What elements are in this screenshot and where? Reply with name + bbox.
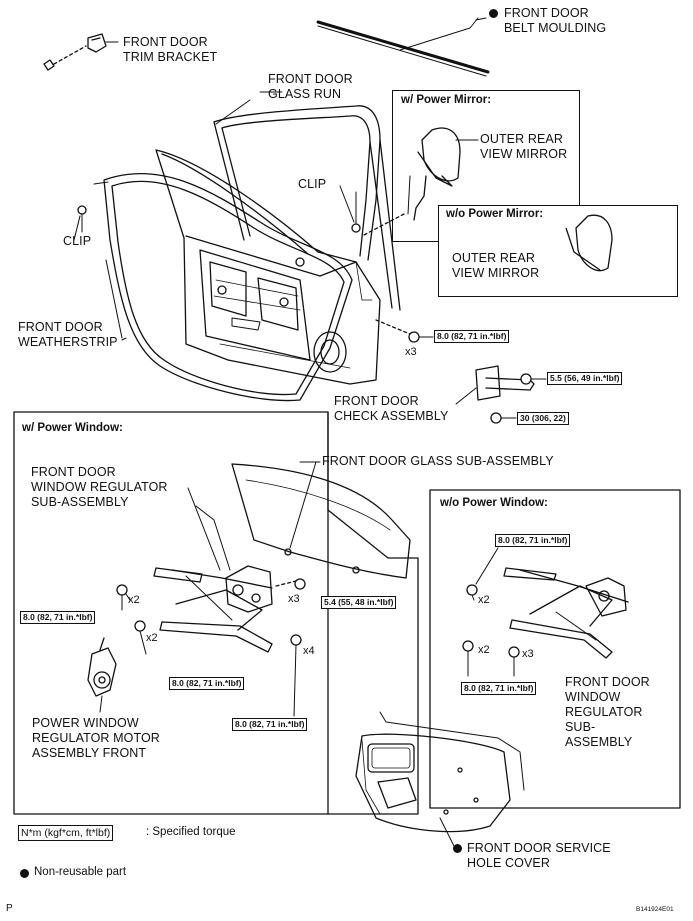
manual-regulator-label: FRONT DOOR WINDOW REGULATOR SUB- ASSEMBL… [565, 675, 650, 749]
torque-manual-top: 8.0 (82, 71 in.*lbf) [495, 534, 571, 547]
torque-reg-left: 8.0 (82, 71 in.*lbf) [20, 611, 96, 624]
manual-window-box-outline [429, 489, 681, 809]
belt-moulding-label: FRONT DOOR BELT MOULDING [504, 6, 607, 35]
motor-label: POWER WINDOW REGULATOR MOTOR ASSEMBLY FR… [32, 716, 160, 760]
manual-window-header: w/o Power Window: [440, 497, 548, 509]
figure-code: B141924E01 [636, 906, 674, 913]
weatherstrip-drawing [81, 172, 353, 402]
count-manual-b: x2 [478, 644, 490, 656]
motor-drawing [87, 637, 117, 713]
clip-drawings [77, 185, 361, 233]
check-assembly-drawing [455, 365, 547, 424]
glass-run-label: FRONT DOOR GLASS RUN [268, 72, 353, 101]
legend-unit-box: N*m (kgf*cm, ft*lbf) [18, 825, 114, 841]
outer-mirror-label-manual: OUTER REAR VIEW MIRROR [452, 251, 540, 280]
power-mirror-drawing [361, 127, 461, 237]
nonreusable-marker [489, 9, 498, 18]
count-reg-b: x2 [146, 632, 158, 644]
manual-mirror-icon [565, 214, 613, 272]
nonreusable-marker-service [453, 844, 462, 853]
service-hole-label: FRONT DOOR SERVICE HOLE COVER [467, 841, 611, 870]
glass-run-drawing [213, 91, 401, 311]
outer-mirror-label-power: OUTER REAR VIEW MIRROR [480, 132, 568, 161]
glass-drawing [231, 461, 411, 579]
manual-mirror-header: w/o Power Mirror: [446, 208, 544, 220]
manual-regulator-drawing [462, 547, 629, 677]
torque-glass: 5.4 (55, 48 in.*lbf) [321, 596, 397, 609]
check-assembly-label: FRONT DOOR CHECK ASSEMBLY [334, 394, 449, 423]
count-manual-a: x2 [478, 594, 490, 606]
count-reg-c: x4 [303, 645, 315, 657]
count-reg-a: x2 [128, 594, 140, 606]
torque-reg-bottom: 8.0 (82, 71 in.*lbf) [232, 718, 308, 731]
regulator-sub-label: FRONT DOOR WINDOW REGULATOR SUB-ASSEMBLY [31, 465, 168, 509]
power-window-header: w/ Power Window: [22, 422, 123, 434]
legend-nonreusable-text: Non-reusable part [34, 866, 127, 878]
legend-nonreusable-dot [20, 869, 29, 878]
torque-check-big: 30 (306, 22) [517, 412, 569, 425]
glass-sub-label: FRONT DOOR GLASS SUB-ASSEMBLY [322, 454, 554, 468]
count-glass: x3 [288, 593, 300, 605]
torque-door-bolt: 8.0 (82, 71 in.*lbf) [434, 330, 510, 343]
door-panel-drawing [155, 149, 381, 385]
clip-label-left: CLIP [63, 234, 92, 248]
door-trim-drawing [355, 711, 525, 847]
page-letter: P [6, 903, 13, 914]
count-door-bolt: x3 [405, 346, 417, 358]
manual-mirror-box [438, 205, 678, 297]
belt-moulding-drawing [316, 17, 490, 77]
torque-manual-bottom: 8.0 (82, 71 in.*lbf) [461, 682, 537, 695]
count-manual-c: x3 [522, 648, 534, 660]
power-window-box-outline [13, 411, 329, 815]
trim-bracket-drawing [43, 33, 119, 71]
torque-reg-mid: 8.0 (82, 71 in.*lbf) [169, 677, 245, 690]
trim-bracket-label: FRONT DOOR TRIM BRACKET [123, 35, 218, 64]
weatherstrip-label: FRONT DOOR WEATHERSTRIP [18, 320, 118, 349]
legend-unit-text: : Specified torque [146, 826, 236, 838]
clip-label-right: CLIP [298, 177, 327, 191]
power-regulator-drawing [116, 505, 306, 717]
torque-check-small: 5.5 (56, 49 in.*lbf) [547, 372, 623, 385]
door-bolts-drawing [375, 319, 434, 343]
power-mirror-header: w/ Power Mirror: [401, 94, 492, 106]
